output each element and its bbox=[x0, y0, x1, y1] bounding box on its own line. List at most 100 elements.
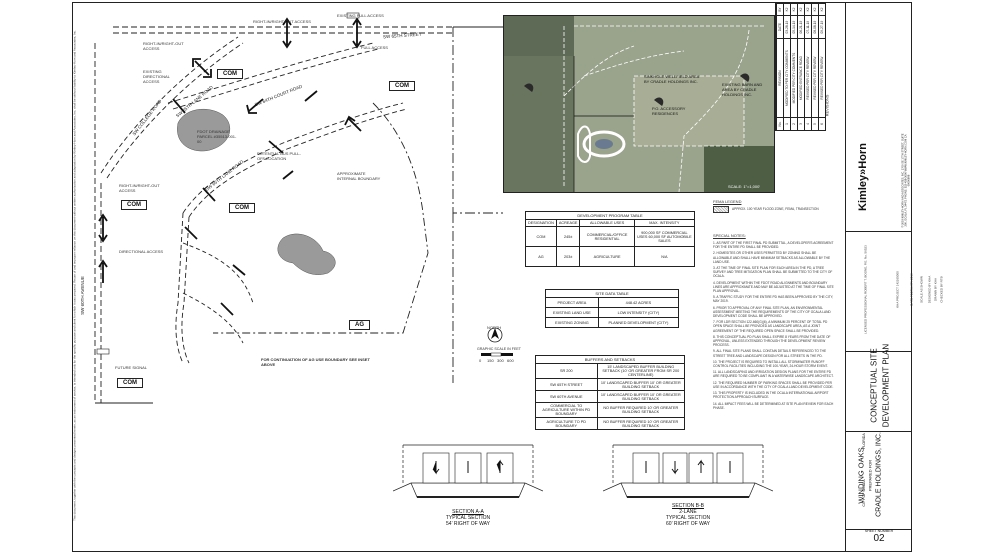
access-arrow-full bbox=[352, 17, 362, 49]
buffer-cell: SW 65TH STREET bbox=[535, 378, 598, 391]
dev-cell: 245± bbox=[555, 226, 581, 247]
development-program-table: DEVELOPMENT PROGRAM TABLE DESIGNATION AC… bbox=[525, 211, 696, 267]
buffer-cell: AGRICULTURE TO PD BOUNDARY bbox=[535, 417, 598, 430]
section-b-sub1: 2-LANE bbox=[679, 509, 697, 515]
note-13: 13. THIS PROPERTY IS INCLUDED IN THE OCA… bbox=[713, 391, 829, 400]
internal-boundary-line bbox=[213, 102, 429, 334]
inset-label-b: P.O. ACCESSORY RESIDENCES bbox=[652, 106, 686, 116]
zone-com-5: COM bbox=[117, 378, 143, 388]
callout-existing-directional: EXISTING DIRECTIONAL ACCESS bbox=[143, 69, 170, 84]
access-arrow-lane-e bbox=[282, 170, 294, 180]
north-label: NORTH bbox=[487, 325, 502, 330]
note-7: 7. FOR LDR SECTION 122-660(G)(6), A MINI… bbox=[713, 320, 828, 333]
site-cell: LOW INTENSITY (CITY) bbox=[597, 307, 680, 318]
sheet-number-block: SHEET NUMBER 02 bbox=[846, 529, 912, 551]
signal-top bbox=[346, 12, 360, 19]
firm-address: © 2019 KIMLEY-HORN AND ASSOCIATES, INC. … bbox=[901, 133, 911, 228]
site-cell: EXISTING LAND USE bbox=[545, 307, 599, 318]
graphic-scale-tick-2: 300 bbox=[497, 358, 504, 363]
rev-cell: 08-08-19 bbox=[811, 15, 819, 39]
rev-cell: KJ bbox=[797, 3, 805, 16]
rev-cell: KJ bbox=[804, 3, 812, 16]
pe-line: LICENSED PROFESSIONAL ROBERT T. BOONE, P… bbox=[863, 245, 868, 334]
graphic-scale-tick-3: 600 bbox=[507, 358, 514, 363]
note-1: 1. AS PART OF THE FIRST FINAL PD SUBMITT… bbox=[713, 241, 834, 250]
section-b-sub3: 60' RIGHT OF WAY bbox=[666, 521, 710, 527]
signal-bottom bbox=[96, 348, 110, 355]
note-10: 10. THE PROJECT IS REQUIRED TO INSTALL A… bbox=[713, 359, 828, 369]
rev-cell: MODIFIED TO PER CITY COMMENTS bbox=[783, 38, 791, 118]
sheet-number-label: SHEET NUMBER bbox=[864, 529, 894, 533]
title-block: Kimley»Horn © 2019 KIMLEY-HORN AND ASSOC… bbox=[845, 3, 944, 551]
sheet-title-2: DEVELOPMENT PLAN bbox=[881, 343, 891, 428]
rev-cell: REVISED PER CITY REVIEW bbox=[811, 38, 819, 118]
aerial-inset: SINKHOLE WELLFIELD AREA BY CRADLE HOLDIN… bbox=[503, 15, 775, 193]
drawing-sheet: This document, together with the concept… bbox=[72, 2, 944, 552]
zone-com-4: COM bbox=[229, 203, 255, 213]
callout-bus-pulloff: POTENTIAL BUS PULL-OFF LOCATION bbox=[257, 151, 301, 161]
sheet-number: 02 bbox=[873, 533, 885, 544]
rev-h-by: BY bbox=[776, 3, 784, 16]
callout-right-in-nw: RIGHT-IN/RIGHT-OUT ACCESS bbox=[143, 41, 184, 51]
site-plan bbox=[94, 12, 513, 404]
special-notes: SPECIAL NOTES: 1. AS PART OF THE FIRST F… bbox=[713, 233, 835, 412]
inset-label-c: EXISTING BARN AND AREA BY CRADLE HOLDING… bbox=[722, 82, 763, 97]
buffer-cell: NO BUFFER REQUIRED 10' OR GREATER BUILDI… bbox=[596, 417, 686, 430]
scale-line: SCALE AS SHOWN bbox=[919, 276, 924, 303]
sw-college-road-line bbox=[100, 36, 239, 174]
note-11: 11. ALL LANDSCAPING AND IRRIGATION DESIG… bbox=[713, 370, 834, 379]
dev-h-intensity: MAX. INTENSITY bbox=[633, 219, 696, 227]
callout-directional-access: DIRECTIONAL ACCESS bbox=[119, 249, 164, 254]
aerial-inset-drawing bbox=[504, 16, 774, 192]
inset-scale: SCALE: 1"=1,000' bbox=[728, 184, 761, 189]
dev-table-title: DEVELOPMENT PROGRAM TABLE bbox=[525, 211, 695, 219]
note-6: 6. PRIOR TO APPROVAL OF ANY FINAL SITE P… bbox=[713, 305, 831, 319]
section-a-caption: SECTION A-A TYPICAL SECTION 54' RIGHT OF… bbox=[423, 509, 513, 527]
firm-block: Kimley»Horn © 2019 KIMLEY-HORN AND ASSOC… bbox=[846, 131, 912, 232]
dev-cell: AG bbox=[525, 246, 557, 267]
zone-ag: AG bbox=[349, 320, 370, 330]
project-name-block: WINDING OAKS PREPARED FOR CRADLE HOLDING… bbox=[846, 431, 912, 530]
rev-cell: KJ bbox=[818, 3, 826, 16]
buffer-cell: 10' LANDSCAPED BUFFER 10' OR GREATER BUI… bbox=[596, 378, 686, 391]
site-cell: PLANNED DEVELOPMENT (CITY) bbox=[597, 317, 680, 328]
callout-existing-full: EXISTING FULL ACCESS bbox=[337, 13, 384, 18]
access-arrow-nw2 bbox=[172, 98, 186, 114]
site-cell: PROJECT AREA bbox=[545, 297, 599, 308]
rev-cell: 09-27-19 bbox=[818, 15, 826, 39]
revisions-title: REVISIONS bbox=[824, 94, 830, 117]
sw-65th-lane-road-line bbox=[182, 102, 404, 214]
buffer-cell: SW 60TH AVENUE bbox=[535, 390, 598, 403]
buffers-table-title: BUFFERS AND SETBACKS bbox=[535, 355, 685, 363]
rev-cell: 1 bbox=[783, 117, 791, 131]
fema-legend-title: FEMA LEGEND bbox=[713, 199, 742, 204]
rev-cell: 06-21-19 bbox=[797, 15, 805, 39]
access-arrow-internal2 bbox=[232, 264, 246, 276]
fema-legend: FEMA LEGEND APPROX. 100 YEAR FLOOD ZONE,… bbox=[713, 199, 831, 213]
note-2: 2. HOMESITES OR OTHER USES PERMITTED BY … bbox=[713, 251, 831, 264]
access-arrow-w2 bbox=[98, 259, 108, 283]
note-4: 4. DEVELOPMENT WITHIN THE FDOT ROAD ALIG… bbox=[713, 280, 834, 294]
callout-right-in-top: RIGHT-IN/RIGHT-OUT ACCESS bbox=[253, 19, 311, 24]
graphic-scale-tick-0: 0 bbox=[479, 358, 482, 363]
note-14: 14. ALL IMPACT FEES WILL BE DETERMINED A… bbox=[713, 401, 834, 410]
callout-drainage-parcel: FDOT DRAINAGE PARCEL #35513-001-00 bbox=[197, 129, 237, 144]
inset-label-a: SINKHOLE WELLFIELD AREA BY CRADLE HOLDIN… bbox=[644, 74, 700, 84]
buffer-cell: COMMERCIAL TO AGRICULTURE WITHIN PD BOUN… bbox=[535, 402, 598, 418]
note-8: 8. THIS CONCEPTUAL PD PLAN SHALL EXPIRE … bbox=[713, 334, 831, 348]
zone-com-1: COM bbox=[217, 69, 243, 79]
note-12: 12. THE REQUIRED NUMBER OF PARKING SPACE… bbox=[713, 380, 834, 389]
buffer-cell: SR 200 bbox=[535, 363, 598, 379]
graphic-scale-bar bbox=[481, 352, 513, 357]
rev-cell: 03-28-19 bbox=[783, 15, 791, 39]
checked-line: CHECKED BY RTB bbox=[939, 276, 944, 303]
drawn-line: DRAWN BY KHA bbox=[933, 278, 938, 302]
rev-h-rev: REVISION bbox=[776, 38, 784, 118]
rev-cell: 2 bbox=[790, 117, 798, 131]
rev-cell: MODIFIED ENTRANCE ROAD bbox=[797, 38, 805, 118]
access-arrow-bus bbox=[268, 140, 284, 154]
dev-h-uses: ALLOWABLE USES bbox=[579, 219, 635, 227]
